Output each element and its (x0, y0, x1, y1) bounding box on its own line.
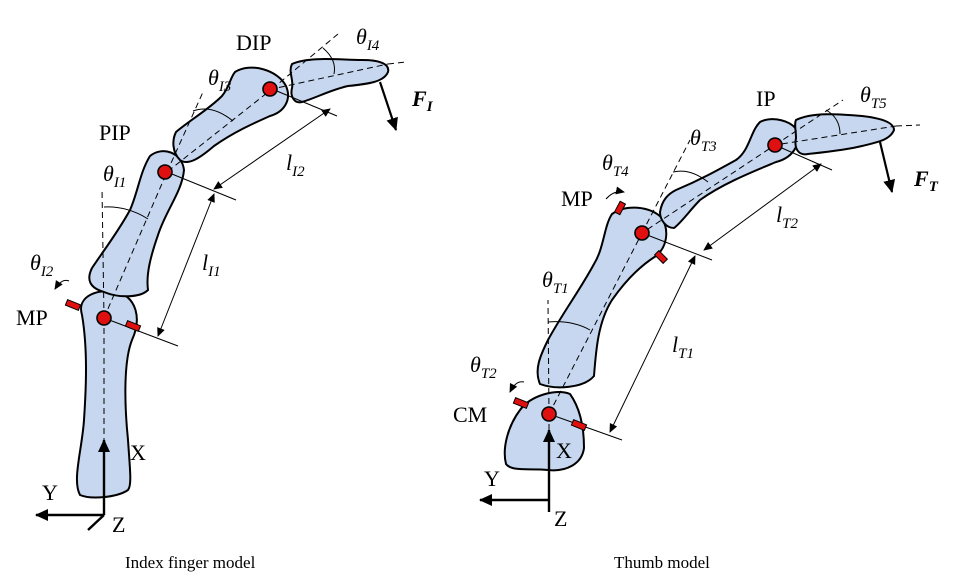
thumb-label-mp: MP (561, 186, 593, 211)
index-ref-line-tip (387, 61, 407, 65)
index-angle-arc-4 (322, 47, 335, 75)
thumb-length-arrow-1 (609, 255, 696, 433)
index-axis-label-z: Z (112, 512, 125, 537)
thumb-angle-arc-5 (825, 109, 841, 135)
index-label-pip: PIP (99, 120, 131, 145)
thumb-angle-label-1: θT1 (542, 267, 569, 297)
index-finger-model: DIP PIP MP θI4 θI3 θI1 θI2 lI1 lI2 FI X … (16, 24, 434, 572)
index-pip-joint (157, 164, 173, 180)
index-label-mp: MP (16, 305, 48, 330)
thumb-force-label: FT (913, 166, 939, 195)
index-axis-label-x: X (130, 440, 146, 465)
index-force-arrow (378, 81, 398, 131)
thumb-ip-joint (767, 137, 783, 153)
thumb-axis-label-x: X (556, 438, 572, 463)
index-ref-line-dip (271, 33, 339, 90)
index-angle-label-2: θI2 (30, 250, 54, 280)
thumb-mp-marker-bottom (653, 249, 669, 265)
thumb-metacarpal-bone (536, 206, 668, 389)
index-caption: Index finger model (125, 553, 256, 572)
index-z-axis-line (87, 514, 105, 531)
thumb-ref-line-tip (895, 124, 921, 127)
thumb-mp-marker-top (613, 200, 627, 216)
index-length-label-2: lI2 (286, 150, 305, 180)
index-angle-label-4: θI4 (356, 24, 380, 54)
thumb-length-arrow-2 (703, 163, 822, 251)
index-length-arrow-1 (157, 193, 215, 337)
index-dim-line-mp (103, 317, 179, 347)
index-angle-label-1: θI1 (103, 161, 126, 191)
thumb-force-arrow (878, 141, 896, 193)
thumb-mp-joint (634, 225, 650, 241)
thumb-angle-label-2: θT2 (470, 352, 497, 382)
index-mp-marker-left (64, 298, 82, 312)
thumb-cm-marker-left (512, 396, 530, 410)
thumb-angle-label-4: θT4 (602, 150, 629, 180)
thumb-dim-line-ip (774, 144, 833, 171)
index-ref-line-pip (166, 91, 204, 173)
thumb-angle-arc-1 (547, 321, 591, 331)
thumb-ref-line-ip (774, 99, 844, 146)
index-dim-line-pip (166, 171, 237, 201)
thumb-axis-label-z: Z (554, 506, 567, 531)
thumb-length-label-1: lT1 (672, 332, 694, 362)
index-axis-label-y: Y (42, 480, 58, 505)
index-angle-arc-1 (103, 206, 149, 220)
thumb-ref-line-cm (547, 299, 550, 415)
thumb-dim-line-mp (641, 232, 713, 261)
index-mp-marker-right (124, 319, 142, 333)
thumb-angle-label-5: θT5 (860, 82, 887, 112)
index-angle-label-3: θI3 (208, 65, 231, 95)
thumb-rotation-arrow-cm (509, 381, 525, 393)
thumb-model: IP MP CM θT5 θT3 θT4 θT1 θT2 lT1 lT2 FT … (453, 82, 939, 572)
index-distal-phalanx-bone (289, 58, 390, 104)
index-length-arrow-2 (213, 108, 331, 190)
thumb-axis-label-y: Y (484, 466, 500, 491)
thumb-label-cm: CM (453, 402, 487, 427)
index-length-label-1: lI1 (202, 250, 221, 280)
index-mp-joint (96, 310, 112, 326)
thumb-ref-line-mp (641, 139, 691, 234)
thumb-cm-marker-right (570, 418, 588, 432)
index-force-label: FI (411, 86, 434, 115)
thumb-rotation-arrow-mp (605, 186, 625, 200)
index-dip-joint (262, 81, 278, 97)
thumb-label-ip: IP (756, 86, 776, 111)
thumb-length-label-2: lT2 (776, 202, 798, 232)
index-label-dip: DIP (236, 30, 271, 55)
index-ref-line-mp (101, 187, 105, 319)
thumb-angle-label-3: θT3 (690, 125, 717, 155)
index-rotation-arrow-mp (54, 279, 70, 290)
thumb-caption: Thumb model (614, 553, 710, 572)
thumb-cm-joint (541, 406, 557, 422)
